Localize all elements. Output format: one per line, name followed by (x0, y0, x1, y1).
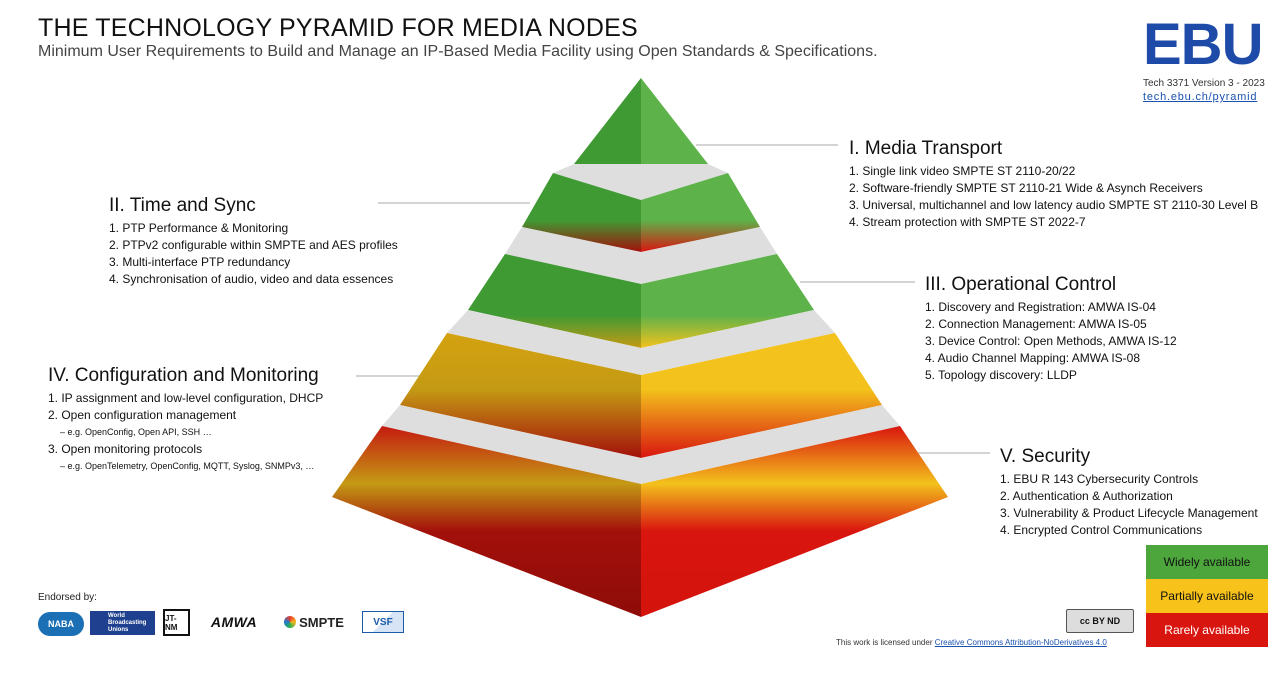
tier-operational-control-right (641, 254, 814, 348)
legend-partially-available: Partially available (1146, 579, 1268, 613)
legend-label: Partially available (1160, 589, 1254, 603)
smpte-icon (284, 616, 297, 628)
section-security: V. Security 1. EBU R 143 Cybersecurity C… (1000, 446, 1258, 539)
smpte-logo: SMPTE (272, 612, 356, 632)
list-item: 4. Encrypted Control Communications (1000, 523, 1203, 537)
legend-widely-available: Widely available (1146, 545, 1268, 579)
list-item: 1. Single link video SMPTE ST 2110-20/22 (849, 164, 1076, 178)
list-item: 3. Open monitoring protocols (48, 442, 203, 456)
tier-band (447, 310, 835, 375)
section-time-sync: II. Time and Sync 1. PTP Performance & M… (109, 195, 398, 288)
tier-config-monitoring-right (641, 333, 882, 458)
pyramid-link[interactable]: tech.ebu.ch/pyramid (1143, 91, 1258, 103)
legend-label: Rarely available (1164, 623, 1250, 637)
list-subitem: – e.g. OpenTelemetry, OpenConfig, MQTT, … (60, 461, 315, 471)
tier-security-right (641, 426, 948, 617)
page-title: THE TECHNOLOGY PYRAMID FOR MEDIA NODES (38, 14, 638, 42)
section-heading: V. Security (1000, 446, 1091, 467)
list-item: 2. Open configuration management (48, 408, 237, 422)
section-heading: I. Media Transport (849, 138, 1003, 159)
tier-band (505, 227, 777, 284)
tier-config-monitoring-left (400, 333, 641, 458)
legend-rarely-available: Rarely available (1146, 613, 1268, 647)
section-heading: II. Time and Sync (109, 195, 256, 216)
section-heading: IV. Configuration and Monitoring (48, 365, 319, 386)
license-notice: This work is licensed under Creative Com… (836, 638, 1107, 647)
list-item: 1. PTP Performance & Monitoring (109, 221, 289, 235)
list-item: 1. IP assignment and low-level configura… (48, 391, 324, 405)
wbu-logo: World Broadcasting Unions (90, 611, 155, 635)
list-item: 2. PTPv2 configurable within SMPTE and A… (109, 238, 398, 252)
tier-media-transport-right (641, 78, 708, 164)
license-link[interactable]: Creative Commons Attribution-NoDerivativ… (934, 638, 1107, 647)
cc-license-badge: cc BY ND (1066, 609, 1134, 633)
ebu-logo: EBU (1143, 12, 1263, 77)
amwa-logo: AMWA (210, 614, 258, 630)
section-media-transport: I. Media Transport 1. Single link video … (849, 138, 1258, 231)
tier-media-transport-left (574, 78, 641, 164)
list-item: 3. Device Control: Open Methods, AMWA IS… (925, 334, 1177, 348)
tech-version: Tech 3371 Version 3 - 2023 (1143, 78, 1265, 89)
list-item: 1. EBU R 143 Cybersecurity Controls (1000, 472, 1199, 486)
page-subtitle: Minimum User Requirements to Build and M… (38, 43, 878, 60)
list-item: 2. Authentication & Authorization (1000, 489, 1173, 503)
list-item: 3. Universal, multichannel and low laten… (849, 198, 1259, 212)
tier-band (553, 164, 728, 200)
section-config-monitoring: IV. Configuration and Monitoring 1. IP a… (48, 365, 323, 475)
jtnm-logo: JT-NM (163, 609, 190, 636)
tier-security-left (332, 426, 641, 617)
list-item: 3. Vulnerability & Product Lifecycle Man… (1000, 506, 1258, 520)
legend-label: Widely available (1163, 555, 1251, 569)
list-item: 3. Multi-interface PTP redundancy (109, 255, 291, 269)
list-item: 5. Topology discovery: LLDP (925, 368, 1077, 382)
section-operational-control: III. Operational Control 1. Discovery an… (925, 274, 1177, 384)
list-item: 2. Software-friendly SMPTE ST 2110-21 Wi… (849, 181, 1203, 195)
vsf-logo: VSF (362, 611, 404, 633)
list-item: 2. Connection Management: AMWA IS-05 (925, 317, 1147, 331)
list-item: 4. Audio Channel Mapping: AMWA IS-08 (925, 351, 1141, 365)
naba-logo: NABA (38, 612, 84, 636)
list-item: 4. Synchronisation of audio, video and d… (109, 272, 394, 286)
tier-time-sync-right (641, 173, 760, 252)
tier-band (382, 405, 900, 484)
list-item: 1. Discovery and Registration: AMWA IS-0… (925, 300, 1156, 314)
tier-operational-control-left (468, 254, 641, 348)
section-heading: III. Operational Control (925, 274, 1117, 295)
list-item: 4. Stream protection with SMPTE ST 2022-… (849, 215, 1086, 229)
tier-time-sync-left (522, 173, 641, 252)
endorsed-by-label: Endorsed by: (38, 592, 97, 603)
list-subitem: – e.g. OpenConfig, Open API, SSH … (60, 427, 212, 437)
